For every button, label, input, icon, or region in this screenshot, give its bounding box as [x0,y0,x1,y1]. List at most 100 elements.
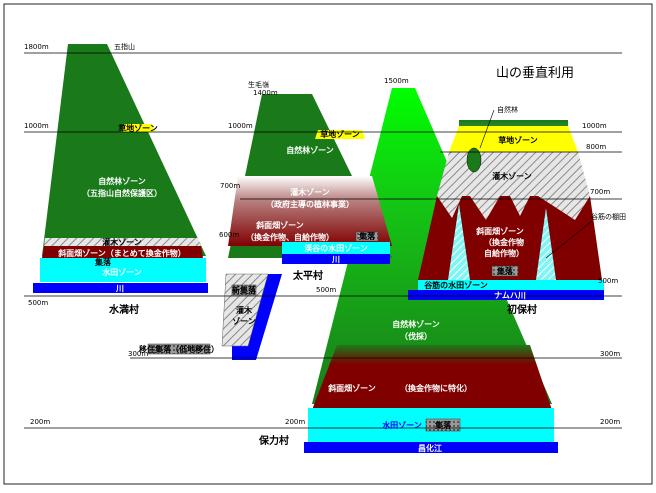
village-baoli: 保力村 [258,434,289,447]
chubao-scrub-notch-3 [510,196,530,216]
peak-shengmaoling: 生毛嶺 [248,80,269,89]
taiping-house [355,231,379,242]
elev-800: 800m [586,143,606,151]
relocation-river [232,274,282,360]
chubao-valley-paddy-label: 谷筋の棚田 [591,212,626,221]
elev-1000-mid: 1000m [228,122,253,130]
shuiman-paddy-label: 水田ゾーン [101,267,142,277]
elev-1500: 1500m [384,77,409,85]
valley-paddy-pointer [545,220,593,259]
baoli-paddy-label: 水田ゾーン [381,420,422,430]
chubao-river-label: ナムハ川 [494,291,526,300]
peak-wuzhishan: 五指山 [114,42,135,51]
baoli-house-label: 集落 [434,420,452,430]
taiping-scrub-note: （政府主導の植林事業） [266,199,354,209]
natural-forest-pointer [479,109,495,149]
shuiman-scrub-label: 灌木ゾーン [102,237,142,247]
shuiman-grass-label: 草地ゾーン [118,123,158,133]
chubao-grass-label: 草地ゾーン [498,135,538,145]
elev-1000-right: 1000m [582,122,607,130]
chubao-paddy-zone [418,280,604,290]
shuiman-river-label: 川 [115,284,124,293]
taiping-slope-note: （換金作物、自給作物） [246,232,334,242]
shuiman-river [33,283,208,293]
shuiman-slope-zone [42,246,203,258]
village-shuiman: 水満村 [108,303,139,316]
labels-shuiman: 草地ゾーン 自然林ゾーン （五指山自然保護区） 灌木ゾーン 斜面畑ゾーン（まとめ… [57,123,186,293]
chubao-valley-paddy-2 [536,208,556,280]
elev-1000-left: 1000m [24,122,49,130]
chubao-house [491,265,519,277]
lowland-house [147,343,211,355]
elev-700-right: 700m [590,188,610,196]
taiping-river [282,254,390,264]
baoli-slope-label: 斜面畑ゾーン [327,383,376,393]
elev-300-mid: 300m [128,350,148,358]
chubao-natural-forest-label: 自然林 [497,105,518,114]
mountain-chubao [408,120,604,300]
taiping-forest-label: 自然林ゾーン [286,145,334,155]
taiping-slope-zone [228,176,392,246]
village-chubao: 初保村 [507,303,537,316]
elev-600: 600m [219,231,239,239]
page-title: 山の垂直利用 [496,66,574,81]
chubao-slope-note-2: 自給作物） [484,248,524,258]
elev-200-left: 200m [30,418,50,426]
elev-500-right: 500m [598,277,618,285]
baoli-river-label: 昌化江 [418,443,442,453]
labels-chubao: 草地ゾーン 灌木ゾーン 自然林 斜面畑ゾーン （換金作物 自給作物） 谷筋の棚田… [423,105,626,300]
shuiman-forest-zone [42,44,206,256]
elevation-lines [24,52,622,429]
baoli-river [304,442,558,453]
chubao-grass-zone [449,126,578,152]
chubao-scrub-notch-2 [470,196,500,220]
elev-1800: 1800m [24,43,49,51]
elev-200-mid: 200m [285,418,305,426]
chubao-scrub-notch-4 [538,196,590,220]
relocation-path [147,273,282,360]
step-scrub-label-1: 灌木 [236,305,253,315]
labels-baoli: 自然林ゾーン （伐採） 斜面畑ゾーン （換金作物に特化） 水田ゾーン 集落 昌化… [327,319,472,453]
shuiman-forest-note: （五指山自然保護区） [82,188,162,198]
baoli-slope-zone [312,345,552,410]
taiping-paddy-zone [282,242,390,254]
village-taiping: 太平村 [292,269,323,282]
shuiman-scrub-zone [44,238,201,246]
elev-500-left: 500m [28,299,48,307]
chubao-slope-label: 斜面畑ゾーン [475,226,524,236]
taiping-scrub-label: 灌木ゾーン [290,187,330,197]
labels-taiping: 草地ゾーン 自然林ゾーン 灌木ゾーン （政府主導の植林事業） 斜面畑ゾーン （換… [139,129,376,354]
chubao-paddy-label: 谷筋の水田ゾーン [423,280,488,290]
shuiman-forest-label: 自然林ゾーン [98,176,146,186]
baoli-slope-note: （換金作物に特化） [400,383,472,393]
elev-1400: 1400m [253,89,278,97]
step-scrub-label-2: ゾーン [232,316,256,326]
mountain-taiping [228,94,392,264]
taiping-grass-label: 草地ゾーン [320,129,360,139]
elev-700-mid: 700m [220,182,240,190]
step-house-label: 新集落 [232,285,257,295]
chubao-river [408,290,604,300]
taiping-house-label: 集落 [358,231,376,241]
baoli-forest-label: 自然林ゾーン [392,319,440,329]
chubao-valley-paddy-1 [448,204,470,280]
shuiman-paddy-zone [40,258,206,282]
taiping-slope-label: 斜面畑ゾーン [255,220,304,230]
chubao-scrub-label: 灌木ゾーン [492,171,532,181]
shuiman-house-label: 集落 [94,257,112,267]
taiping-paddy-label: 渓谷の水田ゾーン [304,243,368,253]
elev-500-mid: 500m [316,286,336,294]
chubao-natural-forest [466,147,482,173]
chubao-scrub-notch-1 [437,196,462,218]
baoli-forest-note: （伐採） [400,331,432,341]
mountain-shuiman [33,44,208,293]
chubao-house-label: 集落 [496,266,514,276]
elevation-labels: 1800m 1500m 1400m 1000m 1000m 1000m 800m… [24,43,620,426]
shuiman-slope-label: 斜面畑ゾーン（まとめて換金作物） [57,248,186,258]
elev-200-right: 200m [600,418,620,426]
taiping-river-label: 川 [331,255,340,264]
elev-300-right: 300m [600,350,620,358]
step-house [231,284,257,296]
